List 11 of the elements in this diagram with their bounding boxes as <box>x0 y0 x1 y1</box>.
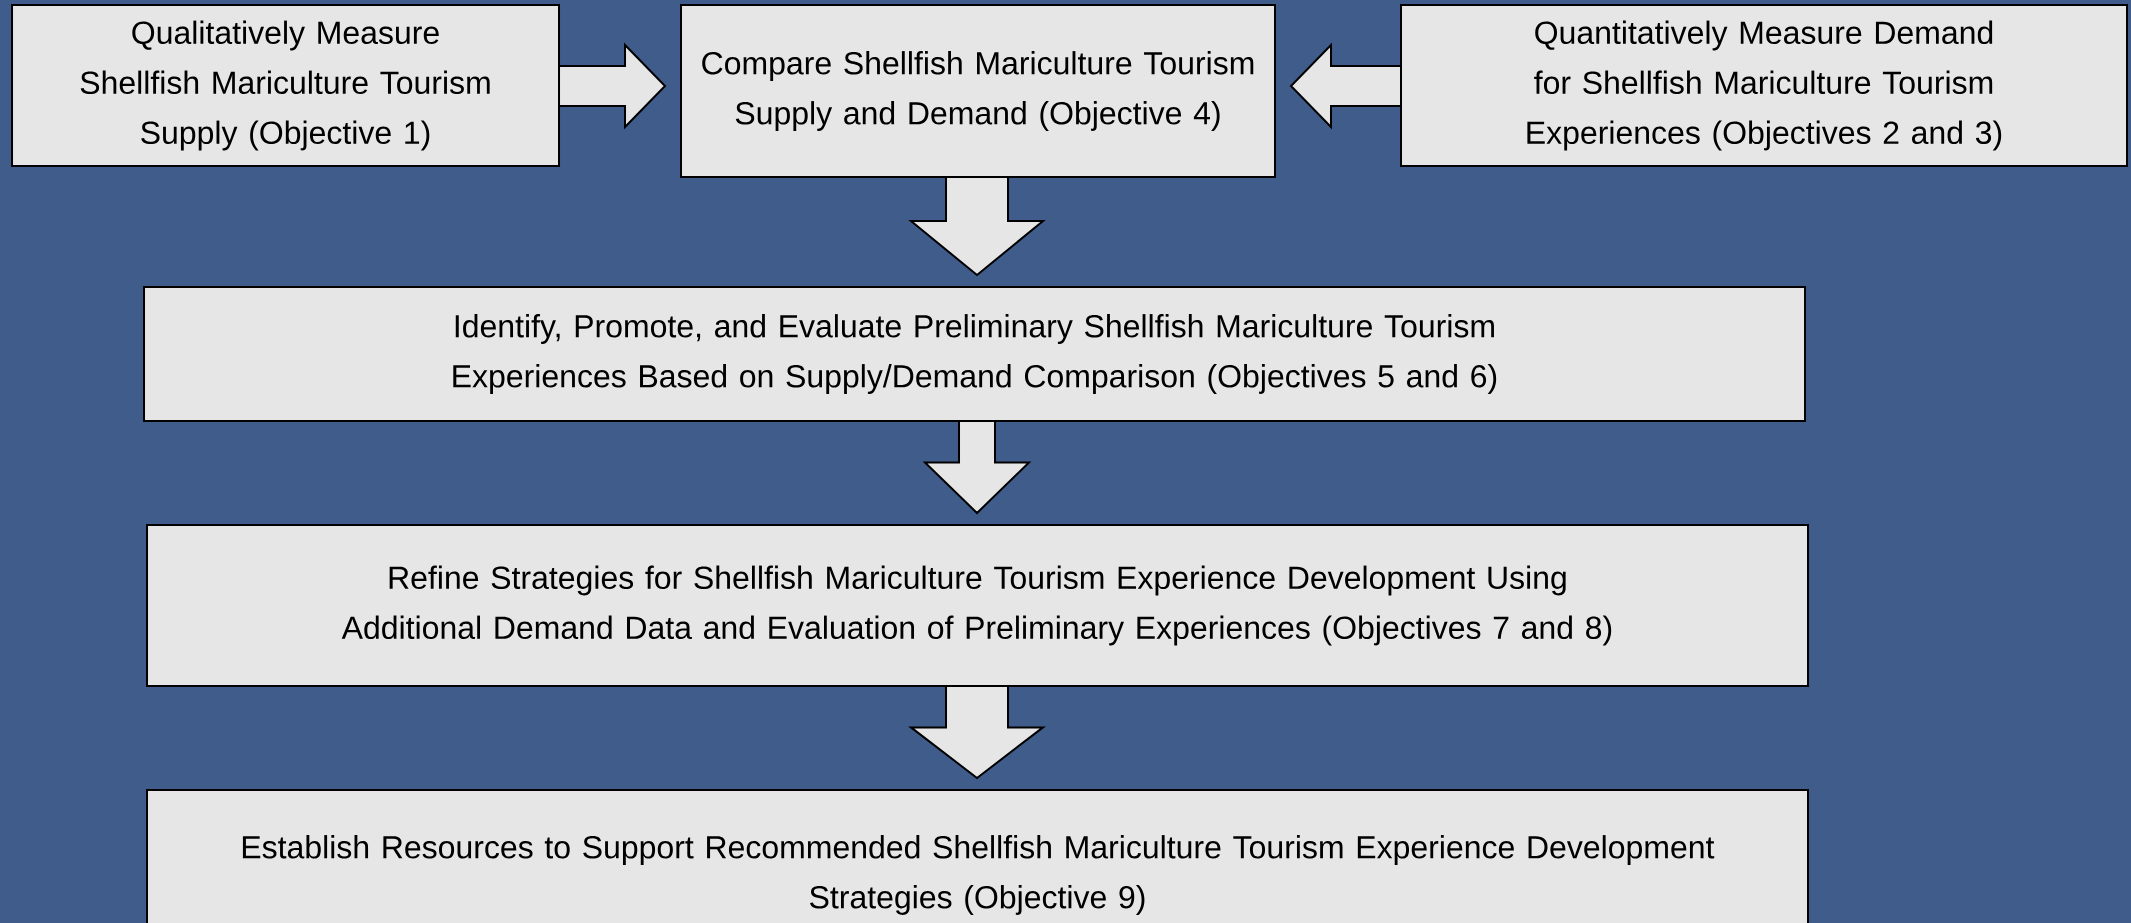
process-box: Quantitatively Measure Demand for Shellfish Mariculture Tourism Experiences (Objectives 2 and 3) <box>1400 4 2128 167</box>
process-box: Qualitatively Measure Shellfish Mariculture Tourism Supply (Objective 1) <box>11 4 560 167</box>
process-box: Compare Shellfish Mariculture Tourism Supply and Demand (Objective 4) <box>680 4 1276 178</box>
block-arrow <box>908 685 1046 780</box>
block-arrow <box>1289 42 1402 130</box>
process-box: Identify, Promote, and Evaluate Preliminary Shellfish Mariculture Tourism Experiences Based on Supply/Demand Comparison (Objectives 5 and 6) <box>143 286 1806 422</box>
block-arrow <box>558 42 667 130</box>
block-arrow <box>922 420 1032 515</box>
block-arrow <box>908 176 1046 277</box>
process-box: Establish Resources to Support Recommended Shellfish Mariculture Tourism Experience Development Strategies (Objective 9) <box>146 789 1809 923</box>
process-box: Refine Strategies for Shellfish Mariculture Tourism Experience Development Using Additional Demand Data and Evaluation of Preliminary Experiences (Objectives 7 and 8) <box>146 524 1809 687</box>
